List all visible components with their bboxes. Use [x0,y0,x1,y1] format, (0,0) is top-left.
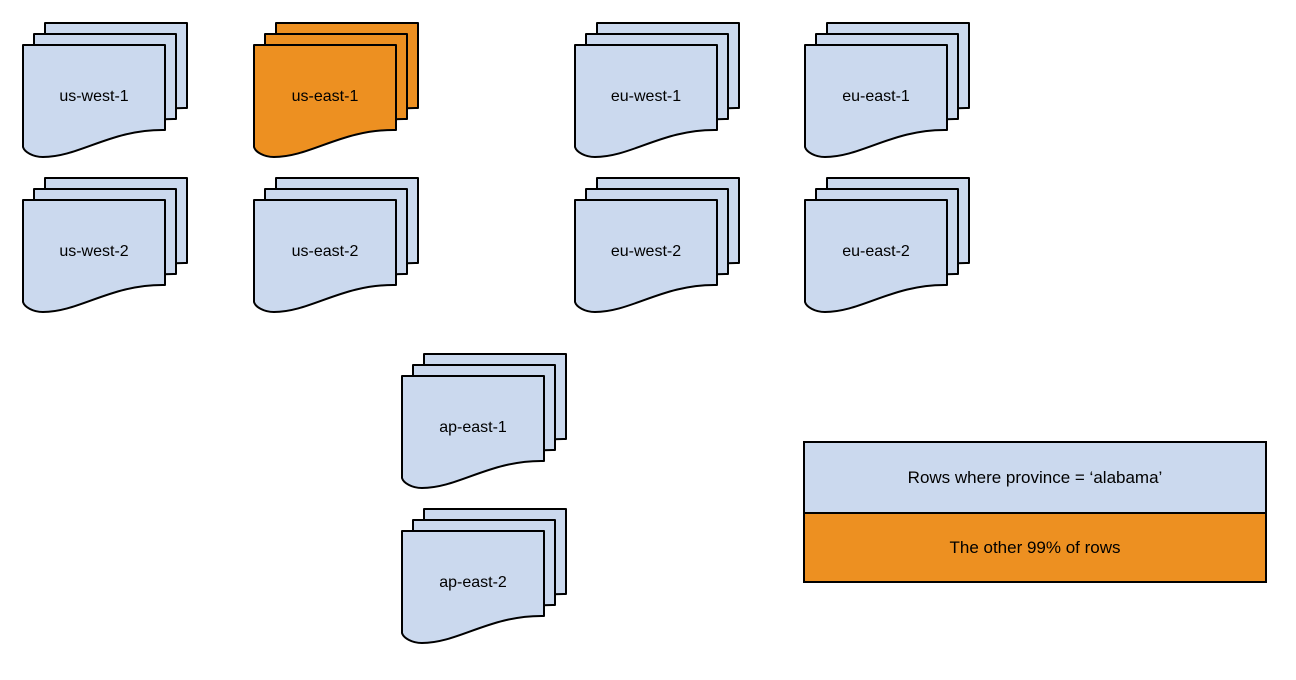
legend: Rows where province = ‘alabama’ The other… [803,441,1267,583]
page-layer-3 [22,44,166,158]
page-shape [253,199,397,313]
region-stack-ap-east-2[interactable]: ap-east-2 [400,507,568,647]
region-stack-eu-east-1[interactable]: eu-east-1 [803,21,971,161]
page-shape [574,44,718,158]
page-shape [253,44,397,158]
page-layer-3 [804,199,948,313]
region-label: ap-east-1 [439,419,507,436]
region-stack-us-west-1[interactable]: us-west-1 [21,21,189,161]
page-shape [401,530,545,644]
region-stack-us-west-2[interactable]: us-west-2 [21,176,189,316]
region-label: us-east-2 [292,243,359,260]
page-shape [401,375,545,489]
region-label: eu-west-1 [611,88,681,105]
page-layer-3 [401,375,545,489]
legend-entry-label: Rows where province = ‘alabama’ [907,467,1163,487]
page-shape [804,199,948,313]
region-label: eu-west-2 [611,243,681,260]
page-shape [22,44,166,158]
region-label: us-west-1 [59,88,128,105]
legend-entry-2: The other 99% of rows [805,514,1265,581]
region-stack-us-east-2[interactable]: us-east-2 [252,176,420,316]
region-stack-us-east-1[interactable]: us-east-1 [252,21,420,161]
page-shape [22,199,166,313]
legend-entry-label: The other 99% of rows [949,537,1121,557]
legend-entry-1: Rows where province = ‘alabama’ [805,443,1265,514]
region-label: eu-east-1 [842,88,910,105]
page-layer-3 [574,199,718,313]
region-label: ap-east-2 [439,574,507,591]
page-layer-3 [574,44,718,158]
region-label: eu-east-2 [842,243,910,260]
page-shape [804,44,948,158]
page-layer-3 [253,44,397,158]
page-layer-3 [253,199,397,313]
region-label: us-west-2 [59,243,128,260]
region-stack-eu-east-2[interactable]: eu-east-2 [803,176,971,316]
page-layer-3 [401,530,545,644]
region-stack-ap-east-1[interactable]: ap-east-1 [400,352,568,492]
page-layer-3 [804,44,948,158]
region-stack-eu-west-1[interactable]: eu-west-1 [573,21,741,161]
page-shape [574,199,718,313]
region-label: us-east-1 [292,88,359,105]
page-layer-3 [22,199,166,313]
region-stack-eu-west-2[interactable]: eu-west-2 [573,176,741,316]
